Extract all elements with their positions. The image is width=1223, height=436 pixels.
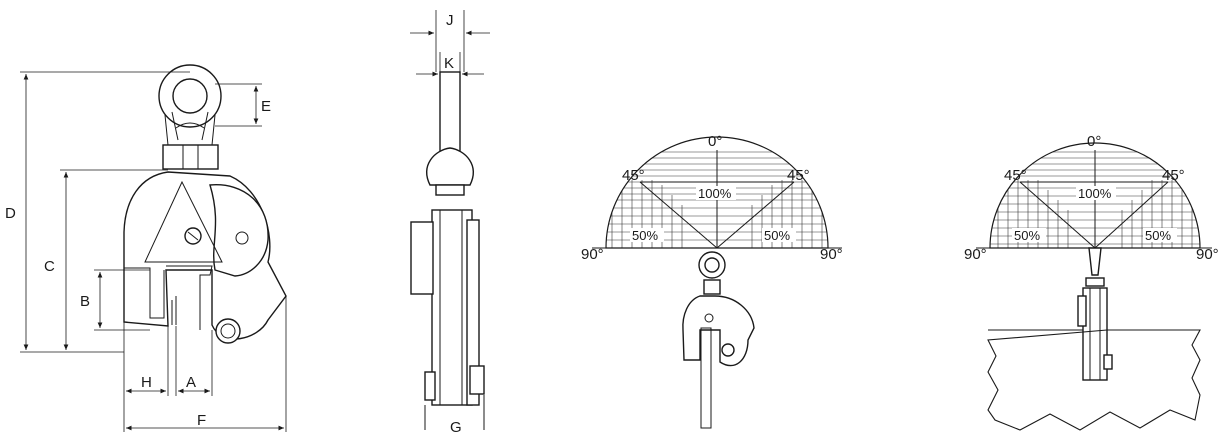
chart1-pct-100: 100% xyxy=(698,186,732,201)
dimension-letters: D C B E H A F J K G xyxy=(5,12,462,436)
chart1-pct-50-left: 50% xyxy=(632,228,658,243)
chart2-label-45-left: 45° xyxy=(1004,167,1027,184)
chart2-label-45-right: 45° xyxy=(1162,167,1185,184)
dim-label-a: A xyxy=(186,374,196,391)
hanging-clamp-1 xyxy=(682,251,755,429)
steel-plate xyxy=(987,329,1201,431)
chart1-pct-50-right: 50% xyxy=(764,228,790,243)
dim-label-j: J xyxy=(446,12,454,29)
shackle-ring-hole xyxy=(172,78,208,114)
dim-label-e: E xyxy=(261,98,271,115)
chart2-pct-50-right: 50% xyxy=(1145,228,1171,243)
chart1-label-45-left: 45° xyxy=(622,167,645,184)
chart2-pct-100: 100% xyxy=(1078,186,1112,201)
hanging-clamp-2 xyxy=(1077,247,1113,381)
clamp-side-view xyxy=(410,71,485,430)
clamp-front-view xyxy=(123,64,287,344)
side-dimensions xyxy=(410,10,490,77)
chart1-label-0: 0° xyxy=(708,133,722,150)
chart2-pct-50-left: 50% xyxy=(1014,228,1040,243)
angle-chart-1: 0° 45° 45° 90° 90° 100% 50% 50% xyxy=(581,133,843,263)
chart1-label-45-right: 45° xyxy=(787,167,810,184)
front-dimensions xyxy=(20,71,287,432)
chart2-label-90-right: 90° xyxy=(1196,246,1219,263)
cam-lever xyxy=(209,184,269,277)
dim-label-d: D xyxy=(5,205,16,222)
side-plate xyxy=(431,209,473,406)
lower-roller xyxy=(215,318,241,344)
angle-chart-2: 0° 45° 45° 90° 90° 100% 50% 50% xyxy=(964,133,1219,263)
chart2-label-90-left: 90° xyxy=(964,246,987,263)
dim-label-c: C xyxy=(44,258,55,275)
link-block xyxy=(162,144,219,170)
dim-label-f: F xyxy=(197,412,206,429)
chart2-label-0: 0° xyxy=(1087,133,1101,150)
dim-label-k: K xyxy=(444,55,454,72)
dim-label-b: B xyxy=(80,293,90,310)
chart1-label-90-left: 90° xyxy=(581,246,604,263)
dim-label-g: G xyxy=(450,419,462,436)
dim-label-h: H xyxy=(141,374,152,391)
chart1-label-90-right: 90° xyxy=(820,246,843,263)
